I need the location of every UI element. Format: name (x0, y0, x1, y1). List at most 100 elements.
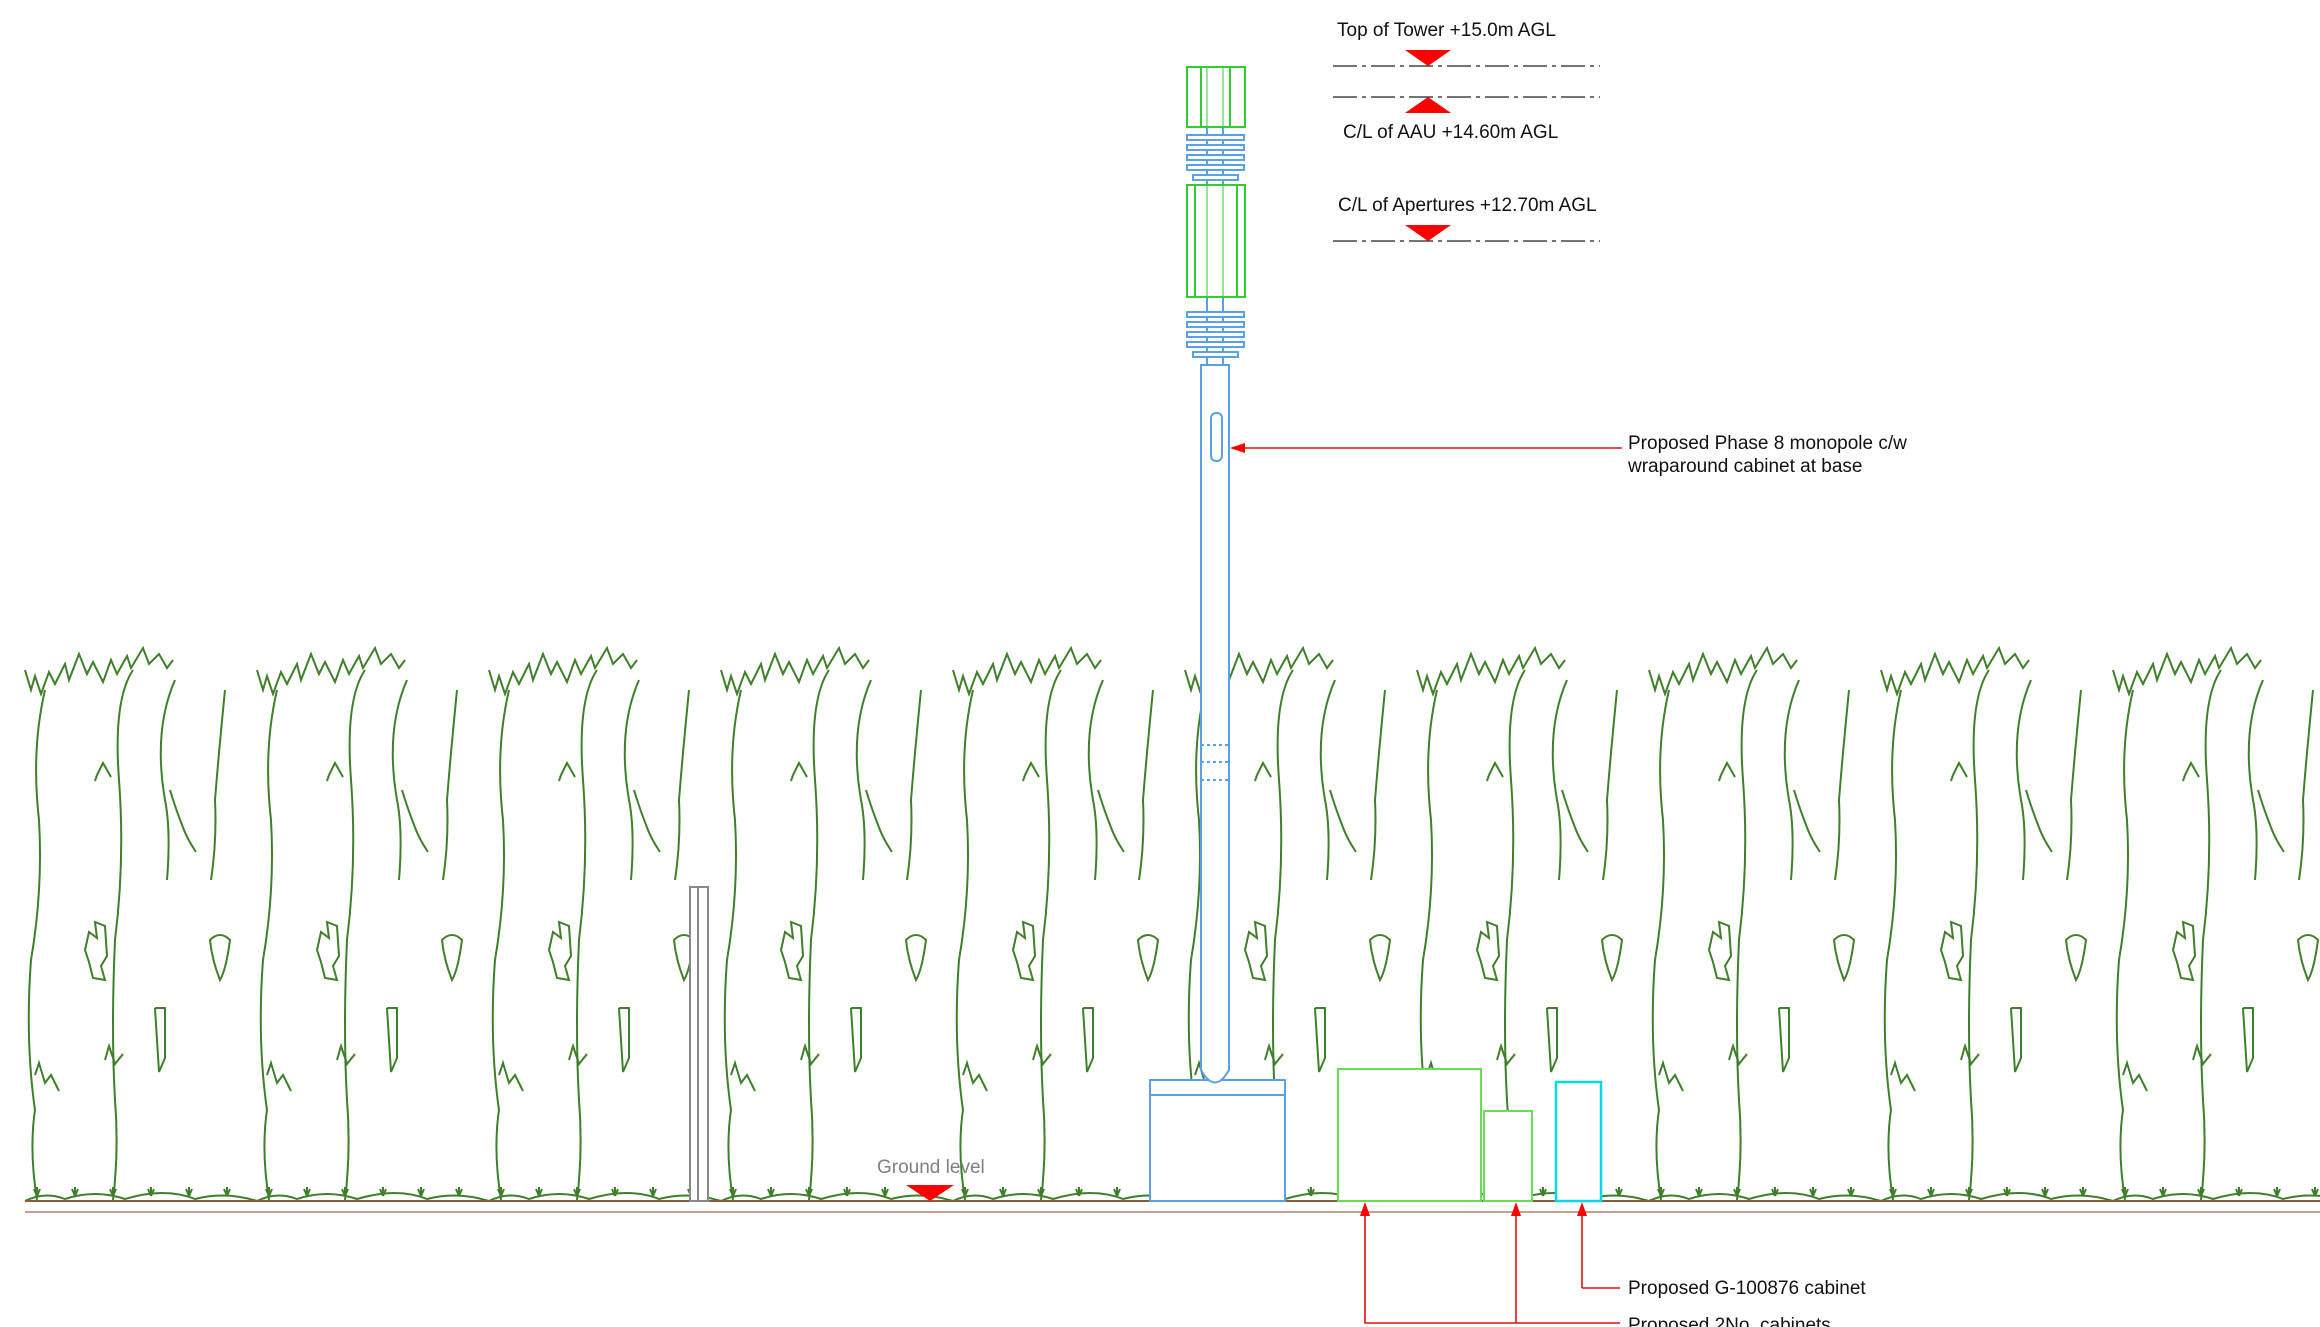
cabinet-small (1483, 1110, 1533, 1202)
hedge-base (24, 1192, 258, 1202)
hedge-stem (391, 679, 408, 881)
hedge-leaf (633, 789, 661, 853)
hedge-crown (1648, 645, 1798, 698)
level-marker-icon (1405, 97, 1451, 113)
ground-level: Ground level (877, 1157, 985, 1201)
hedge-leaf (865, 789, 893, 853)
hedge-leaf (1022, 760, 1040, 782)
monopole-callout-line2: wraparound cabinet at base (1627, 456, 1863, 477)
hedge-leaf (1950, 760, 1968, 782)
hedge-tuft (2296, 934, 2320, 983)
hedge-lower (2122, 1007, 2254, 1092)
grass-tuft (999, 1187, 1007, 1197)
hedge-stem (1883, 689, 1902, 1201)
hedge-stem (855, 679, 872, 881)
grass-tuft (961, 1187, 969, 1197)
hedge-tuft (2171, 920, 2197, 982)
grass-tuft (1809, 1187, 1817, 1197)
grass-tuft (2273, 1187, 2281, 1197)
grass-tuft (767, 1187, 775, 1197)
ground-level-label: Ground level (877, 1157, 985, 1178)
hedge-stem (1138, 689, 1154, 881)
hedge-tuft (208, 934, 232, 983)
hedge-stem (2247, 679, 2264, 881)
hedge-base (488, 1192, 722, 1202)
grass-tuft (729, 1187, 737, 1197)
hedge-crown (1880, 645, 2030, 698)
hedge-stem (1783, 679, 1800, 881)
existing-post (689, 886, 709, 1202)
cabinet-g100876 (1554, 1080, 1603, 1203)
hedge-crown (2112, 645, 2262, 698)
level-marker-icon (1405, 50, 1451, 66)
grass-tuft (1695, 1187, 1703, 1197)
hedge-stem (112, 669, 134, 1201)
grass-tuft (417, 1187, 425, 1197)
grass-tuft (33, 1187, 41, 1197)
grass-tuft (265, 1187, 273, 1197)
access-slot (1210, 412, 1223, 462)
hedge-leaf (1718, 760, 1736, 782)
hedge-lower (34, 1007, 166, 1092)
apertures-level-label: C/L of Apertures +12.70m AGL (1338, 195, 1597, 216)
hedge-stem (1370, 689, 1386, 881)
hedge-tuft (83, 920, 109, 982)
hedge-stem (623, 679, 640, 881)
hedge-leaf (1486, 760, 1504, 782)
hedge-stem (1834, 689, 1850, 881)
hedge-stem (674, 689, 690, 881)
hedge-stem (808, 669, 830, 1201)
hedge-base (2112, 1192, 2320, 1202)
hedge-tuft (1136, 934, 1160, 983)
hedge-tuft (1475, 920, 1501, 982)
hedge-lower (962, 1007, 1094, 1092)
pole-shaft (1200, 364, 1230, 1084)
hedge-leaf (1254, 760, 1272, 782)
hedge-stem (491, 689, 510, 1201)
hedge-leaf (401, 789, 429, 853)
antennas (1186, 66, 1246, 298)
hedge-base (256, 1192, 490, 1202)
hedge-tuft (1939, 920, 1965, 982)
hedge-stem (344, 669, 366, 1201)
hedge-leaf (1329, 789, 1357, 853)
hedge-stem (576, 669, 598, 1201)
hedge-stem (159, 679, 176, 881)
ground-line (25, 1200, 2320, 1213)
g-cabinet-callout: Proposed G-100876 cabinet (1628, 1278, 1866, 1299)
grass-tuft (303, 1187, 311, 1197)
hedge-stem (442, 689, 458, 881)
hedge-crown (256, 645, 406, 698)
top-of-tower-level: Top of Tower +15.0m AGL (1333, 20, 1600, 67)
hedge-stem (259, 689, 278, 1201)
hedge-lower (498, 1007, 630, 1092)
cabinet-large (1337, 1068, 1482, 1202)
grass-tuft (1889, 1187, 1897, 1197)
hedge-lower (1890, 1007, 2022, 1092)
hedge-crown (488, 645, 638, 698)
grass-tuft (649, 1187, 657, 1197)
grass-tuft (1113, 1187, 1121, 1197)
hedge-leaf (94, 760, 112, 782)
monopole-callout-line1: Proposed Phase 8 monopole c/w (1628, 433, 1907, 454)
grass-tuft (2121, 1187, 2129, 1197)
hedge-leaf (2257, 789, 2285, 853)
level-markers: Top of Tower +15.0m AGL C/L of AAU +14.6… (877, 20, 1600, 1201)
hedge-stem (1602, 689, 1618, 881)
hedge-crown (952, 645, 1102, 698)
hedge-tuft (2064, 934, 2088, 983)
hedge-stem (2298, 689, 2314, 881)
hedge-tuft (904, 934, 928, 983)
hedge-crown (1416, 645, 1566, 698)
hedge-lower (730, 1007, 862, 1092)
grass-tuft (1657, 1187, 1665, 1197)
hedge-tuft (1707, 920, 1733, 982)
grass-tuft (2041, 1187, 2049, 1197)
level-marker-icon (1405, 225, 1451, 241)
hedge-stem (1319, 679, 1336, 881)
grass-tuft (535, 1187, 543, 1197)
hedge-tuft (1243, 920, 1269, 982)
two-cabinets-callout: Proposed 2No. cabinets (1628, 1315, 1831, 1327)
aau-level: C/L of AAU +14.60m AGL (1333, 96, 1600, 143)
hedge-stem (955, 689, 974, 1201)
